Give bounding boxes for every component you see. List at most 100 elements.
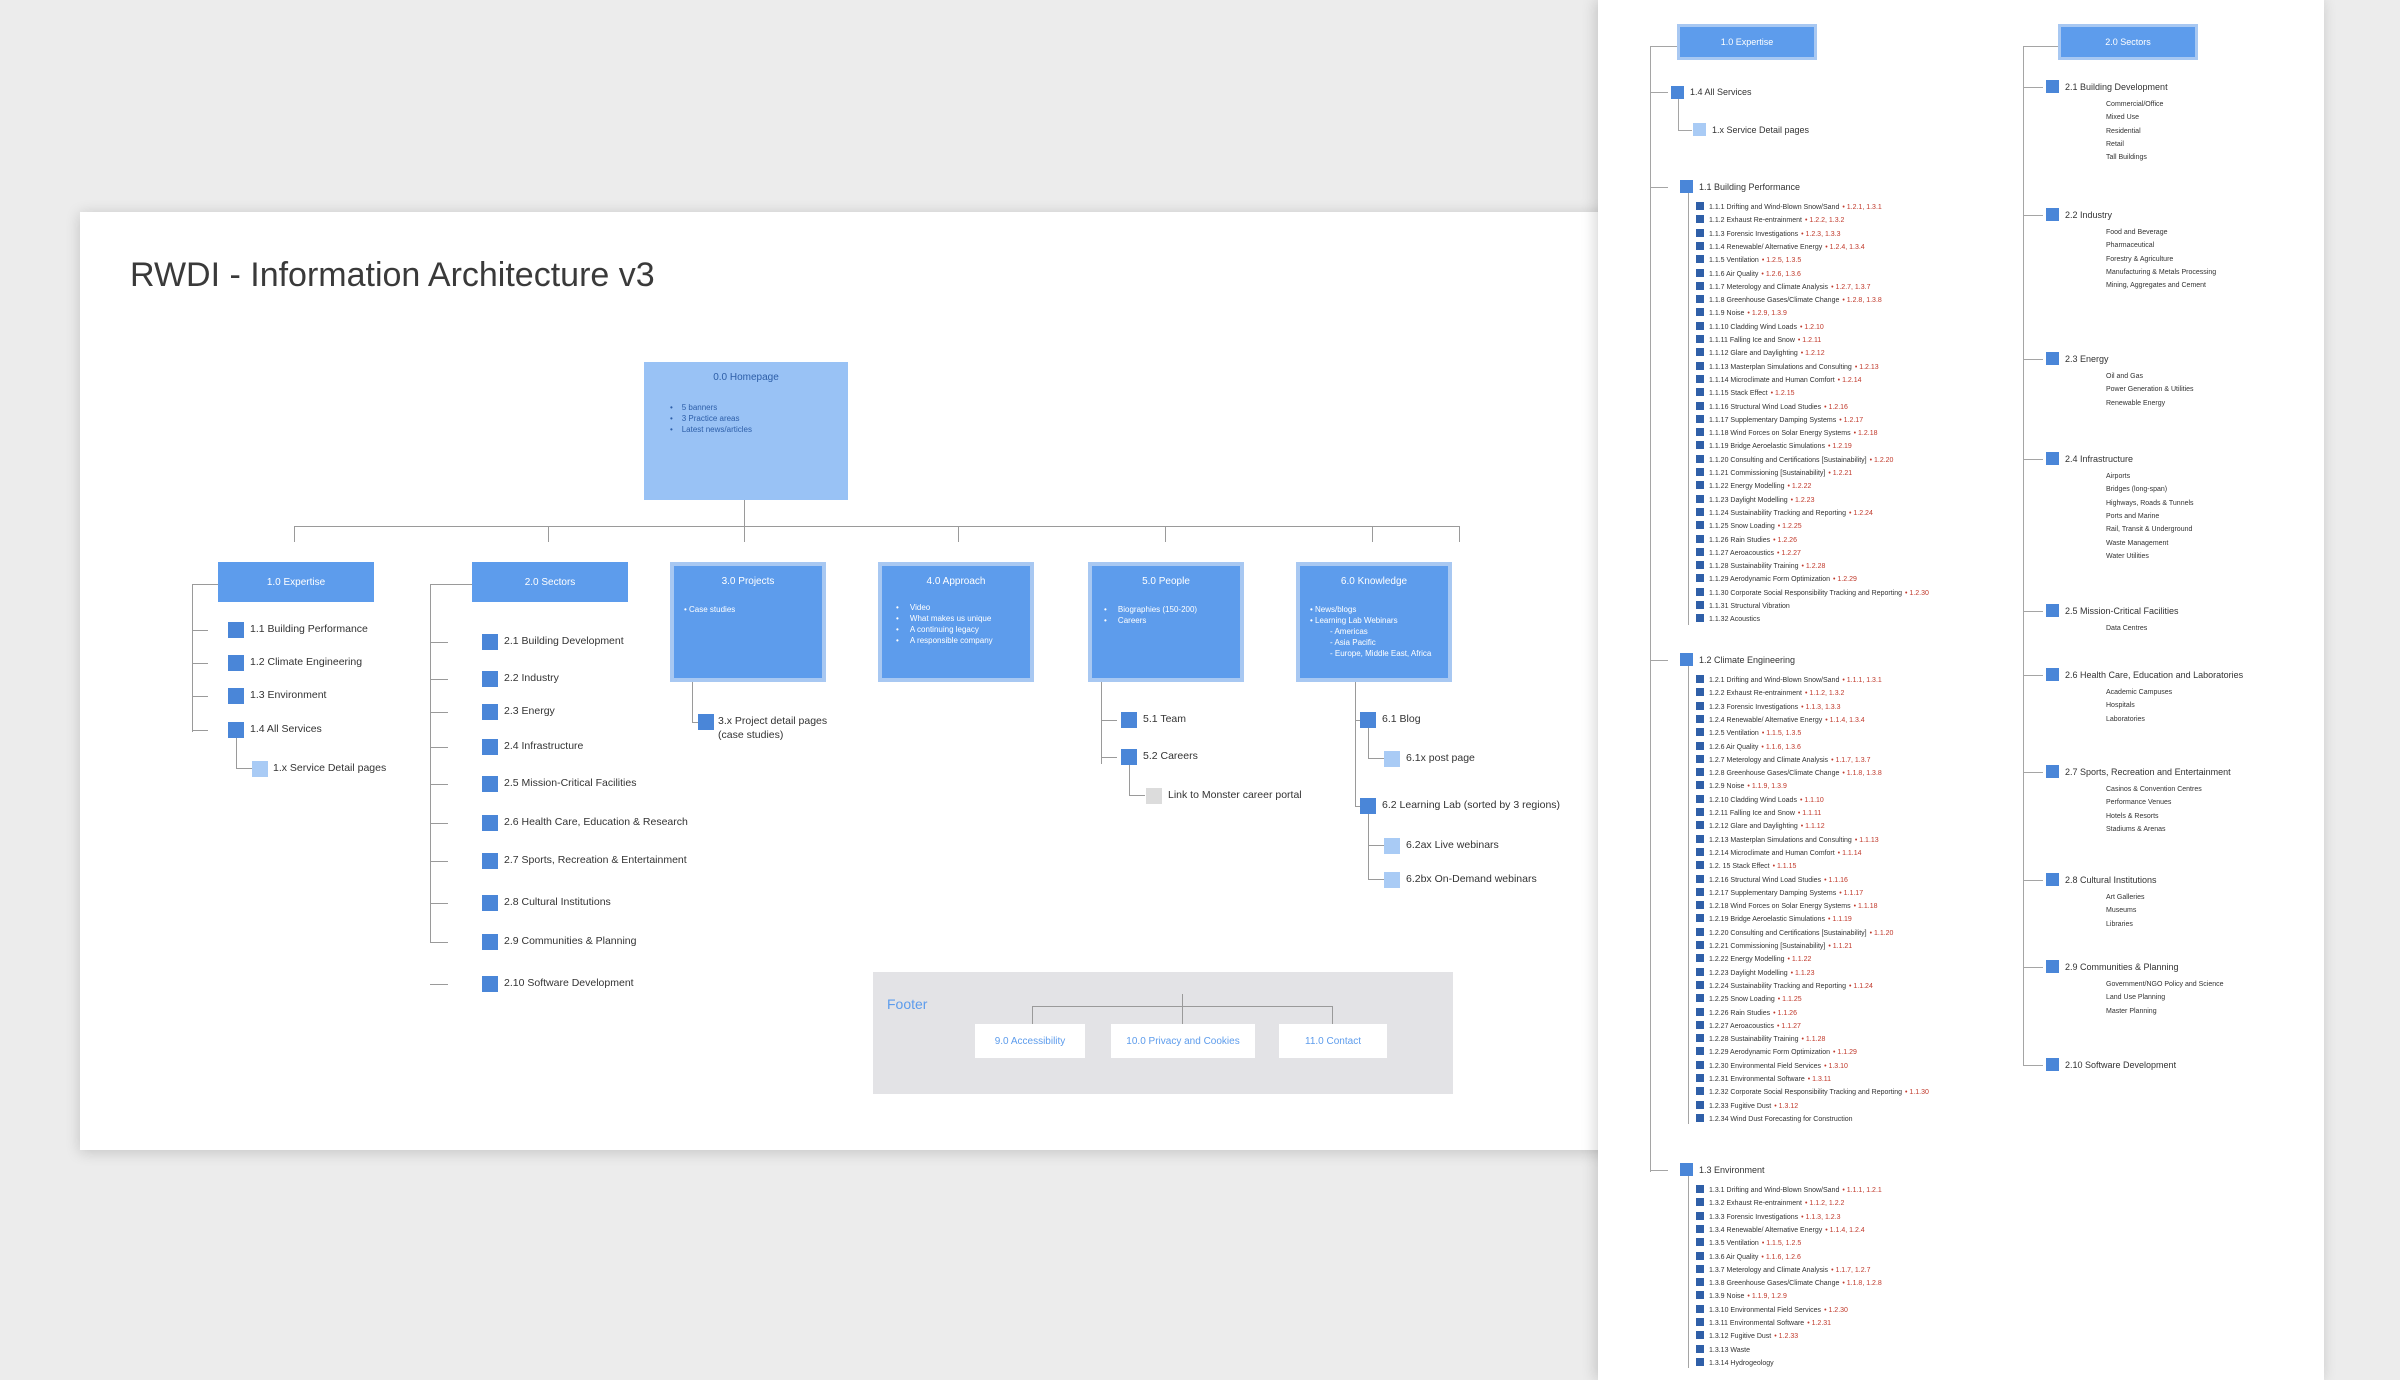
expertise-item[interactable]: 1.4 All Services (250, 723, 322, 735)
right-sector-heading[interactable]: 2.10 Software Development (2065, 1060, 2177, 1070)
right-service-item[interactable]: 1.1.14 Microclimate and Human Comfort• 1… (1696, 374, 1862, 388)
right-sector-sub[interactable]: Stadiums & Arenas (2106, 825, 2166, 833)
sector-item[interactable]: 2.10 Software Development (504, 977, 634, 989)
right-service-item[interactable]: 1.2.22 Energy Modelling• 1.1.22 (1696, 954, 1811, 967)
sector-item[interactable]: 2.5 Mission-Critical Facilities (504, 777, 637, 789)
people-node[interactable]: 5.0 People (1088, 562, 1244, 682)
people-sub[interactable]: Link to Monster career portal (1168, 789, 1302, 801)
right-sector-sub[interactable]: Academic Campuses (2106, 689, 2173, 696)
right-sector-sub[interactable]: Waste Management (2106, 539, 2169, 547)
right-sector-sub[interactable]: Laboratories (2106, 715, 2145, 723)
right-service-item[interactable]: 1.2.17 Supplementary Damping Systems• 1.… (1696, 887, 1863, 901)
right-service-item[interactable]: 1.2.5 Ventilation• 1.1.5, 1.3.5 (1696, 728, 1801, 741)
right-sector-sub[interactable]: Residential (2106, 127, 2141, 135)
right-service-item[interactable]: 1.1.31 Structural Vibration (1696, 601, 1793, 614)
right-service-item[interactable]: 1.2.25 Snow Loading• 1.1.25 (1696, 994, 1802, 1007)
right-sector-sub[interactable]: Rail, Transit & Underground (2106, 526, 2193, 534)
right-service-item[interactable]: 1.1.3 Forensic Investigations• 1.2.3, 1.… (1696, 228, 1841, 242)
right-service-item[interactable]: 1.3.9 Noise• 1.1.9, 1.2.9 (1696, 1291, 1787, 1304)
right-service-item[interactable]: 1.2.7 Meterology and Climate Analysis• 1… (1696, 754, 1871, 768)
right-sector-sub[interactable]: Land Use Planning (2106, 994, 2166, 1002)
right-service-item[interactable]: 1.1.16 Structural Wind Load Studies• 1.2… (1696, 401, 1848, 415)
right-service-item[interactable]: 1.3.10 Environmental Field Services• 1.2… (1696, 1304, 1848, 1318)
right-service-item[interactable]: 1.2.4 Renewable/ Alternative Energy• 1.1… (1696, 714, 1865, 728)
right-service-item[interactable]: 1.2.19 Bridge Aeroelastic Simulations• 1… (1696, 914, 1852, 927)
right-service-item[interactable]: 1.1.30 Corporate Social Responsibility T… (1696, 587, 1929, 601)
right-sector-sub[interactable]: Commercial/Office (2106, 101, 2164, 108)
right-sector-sub[interactable]: Airports (2106, 473, 2131, 480)
right-service-item[interactable]: 1.2.12 Glare and Daylighting• 1.1.12 (1696, 821, 1825, 834)
footer-contact-button[interactable]: 11.0 Contact (1279, 1024, 1387, 1058)
right-service-item[interactable]: 1.2.30 Environmental Field Services• 1.3… (1696, 1060, 1848, 1074)
right-sector-sub[interactable]: Libraries (2106, 920, 2133, 928)
right-service-item[interactable]: 1.1.27 Aeroacoustics• 1.2.27 (1696, 547, 1801, 561)
expertise-node[interactable]: 1.0 Expertise (218, 562, 374, 602)
people-item[interactable]: 5.1 Team (1143, 713, 1186, 725)
right-sector-heading[interactable]: 2.1 Building Development (2065, 82, 2168, 92)
right-sector-heading[interactable]: 2.6 Health Care, Education and Laborator… (2065, 670, 2244, 680)
right-sector-sub[interactable]: Ports and Marine (2106, 512, 2160, 520)
right-service-item[interactable]: 1.2.21 Commissioning [Sustainability]• 1… (1696, 941, 1852, 954)
knowledge-node[interactable]: 6.0 Knowledge (1296, 562, 1452, 682)
right-service-item[interactable]: 1.2.3 Forensic Investigations• 1.1.3, 1.… (1696, 701, 1841, 715)
right-sector-sub[interactable]: Pharmaceutical (2106, 242, 2155, 250)
right-service-item[interactable]: 1.3.1 Drifting and Wind-Blown Snow/Sand•… (1696, 1185, 1882, 1198)
right-service-item[interactable]: 1.1.9 Noise• 1.2.9, 1.3.9 (1696, 308, 1787, 321)
footer-privacy-button[interactable]: 10.0 Privacy and Cookies (1111, 1024, 1255, 1058)
right-service-item[interactable]: 1.2.16 Structural Wind Load Studies• 1.1… (1696, 874, 1848, 888)
right-service-item[interactable]: 1.2.32 Corporate Social Responsibility T… (1696, 1087, 1929, 1100)
right-service-item[interactable]: 1.1.1 Drifting and Wind-Blown Snow/Sand•… (1696, 202, 1882, 215)
right-sector-sub[interactable]: Renewable Energy (2106, 399, 2166, 407)
right-service-item[interactable]: 1.1.6 Air Quality• 1.2.6, 1.3.6 (1696, 268, 1801, 282)
expertise-item[interactable]: 1.3 Environment (250, 689, 327, 701)
right-service-item[interactable]: 1.1.2 Exhaust Re-entrainment• 1.2.2, 1.3… (1696, 215, 1844, 228)
right-sector-sub[interactable]: Highways, Roads & Tunnels (2106, 499, 2194, 507)
right-expertise-heading[interactable]: 1.2 Climate Engineering (1699, 655, 1796, 665)
right-service-item[interactable]: 1.1.20 Consulting and Certifications [Su… (1696, 454, 1893, 468)
right-service-item[interactable]: 1.2.34 Wind Dust Forecasting for Constru… (1696, 1113, 1856, 1127)
right-service-item[interactable]: 1.2.14 Microclimate and Human Comfort• 1… (1696, 847, 1862, 861)
right-service-item[interactable]: 1.2.24 Sustainability Tracking and Repor… (1696, 980, 1873, 994)
homepage-node[interactable]: 0.0 Homepage (644, 362, 848, 500)
right-service-item[interactable]: 1.1.22 Energy Modelling• 1.2.22 (1696, 481, 1811, 494)
right-service-item[interactable]: 1.3.13 Waste (1696, 1344, 1753, 1358)
right-sector-sub[interactable]: Tall Buildings (2106, 154, 2147, 162)
knowledge-lab[interactable]: 6.2 Learning Lab (sorted by 3 regions) (1382, 799, 1561, 811)
knowledge-lab-sub[interactable]: 6.2ax Live webinars (1406, 839, 1499, 851)
right-service-item[interactable]: 1.2. 15 Stack Effect• 1.1.15 (1696, 861, 1796, 874)
right-service-item[interactable]: 1.3.5 Ventilation• 1.1.5, 1.2.5 (1696, 1238, 1801, 1251)
right-service-item[interactable]: 1.2.26 Rain Studies• 1.1.26 (1696, 1007, 1797, 1021)
right-sector-sub[interactable]: Power Generation & Utilities (2106, 386, 2194, 394)
right-sectors-node[interactable]: 2.0 Sectors (2058, 24, 2198, 60)
right-sector-sub[interactable]: Oil and Gas (2106, 373, 2143, 380)
right-service-item[interactable]: 1.2.6 Air Quality• 1.1.6, 1.3.6 (1696, 741, 1801, 755)
sector-item[interactable]: 2.7 Sports, Recreation & Entertainment (504, 854, 687, 866)
right-service-item[interactable]: 1.1.5 Ventilation• 1.2.5, 1.3.5 (1696, 255, 1801, 268)
right-service-item[interactable]: 1.1.29 Aerodynamic Form Optimization• 1.… (1696, 574, 1857, 587)
right-service-item[interactable]: 1.3.6 Air Quality• 1.1.6, 1.2.6 (1696, 1251, 1801, 1265)
right-service-item[interactable]: 1.3.14 Hydrogeology (1696, 1357, 1777, 1371)
sector-item[interactable]: 2.8 Cultural Institutions (504, 896, 611, 908)
right-service-item[interactable]: 1.1.28 Sustainability Training• 1.2.28 (1696, 561, 1825, 574)
right-all-services[interactable]: 1.4 All Services (1690, 87, 1752, 97)
right-service-item[interactable]: 1.1.8 Greenhouse Gases/Climate Change• 1… (1696, 295, 1882, 308)
right-service-item[interactable]: 1.1.25 Snow Loading• 1.2.25 (1696, 521, 1802, 534)
right-service-item[interactable]: 1.3.11 Environmental Software• 1.2.31 (1696, 1318, 1831, 1331)
right-sector-sub[interactable]: Forestry & Agriculture (2106, 255, 2174, 263)
right-service-item[interactable]: 1.2.10 Cladding Wind Loads• 1.1.10 (1696, 794, 1824, 808)
expertise-item[interactable]: 1.2 Climate Engineering (250, 656, 363, 668)
right-sector-heading[interactable]: 2.5 Mission-Critical Facilities (2065, 606, 2179, 616)
right-sector-heading[interactable]: 2.8 Cultural Institutions (2065, 875, 2157, 885)
expertise-sub[interactable]: 1.x Service Detail pages (273, 762, 387, 774)
right-sector-heading[interactable]: 2.7 Sports, Recreation and Entertainment (2065, 767, 2231, 777)
projects-child[interactable]: 3.x Project detail pages(case studies) (718, 715, 828, 741)
right-sector-sub[interactable]: Data Centres (2106, 625, 2148, 632)
right-sector-sub[interactable]: Water Utilities (2106, 552, 2149, 560)
projects-node[interactable]: 3.0 Projects (670, 562, 826, 682)
right-service-item[interactable]: 1.3.4 Renewable/ Alternative Energy• 1.1… (1696, 1224, 1865, 1238)
approach-node[interactable]: 4.0 Approach (878, 562, 1034, 682)
right-service-item[interactable]: 1.2.18 Wind Forces on Solar Energy Syste… (1696, 901, 1877, 914)
right-sector-sub[interactable]: Museums (2106, 907, 2137, 915)
right-sector-sub[interactable]: Casinos & Convention Centres (2106, 786, 2202, 793)
right-service-item[interactable]: 1.2.33 Fugitive Dust• 1.3.12 (1696, 1100, 1798, 1114)
